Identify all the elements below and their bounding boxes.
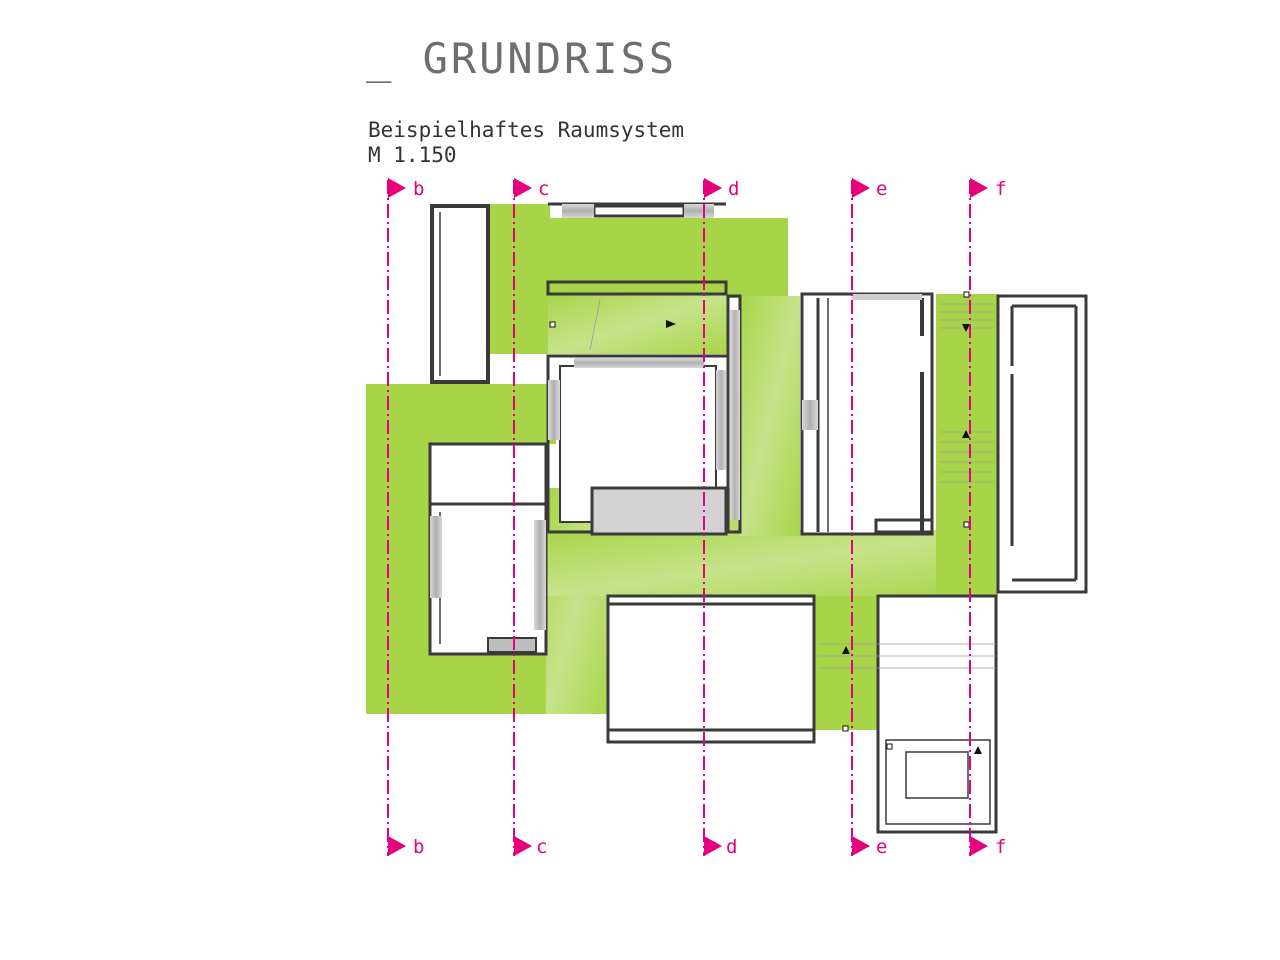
section-label-e-bottom: e [876,836,887,858]
room-lower-right [876,594,998,834]
arrow-up-marker [974,746,982,754]
room-top-window-frame [592,204,686,218]
subtitle-scale: M 1.150 [368,143,457,167]
section-label-c-top: c [538,178,549,200]
section-label-b-bottom: b [413,836,424,858]
page-title: _ GRUNDRISS [366,34,678,83]
arrow-up-marker [842,646,850,654]
plan-subtitle: Beispielhaftes Raumsystem M 1.150 [368,118,684,168]
section-marker-b-bottom [388,836,406,856]
green-area-top-strip [490,204,550,354]
section-label-c-bottom: c [536,836,547,858]
section-marker-f-bottom [970,836,988,856]
section-lines [387,180,971,856]
room-lower-center [606,594,816,744]
section-markers: b c d e f b c d e f [388,178,1006,858]
green-area-stair-zone [548,294,728,354]
section-label-b-top: b [413,178,424,200]
section-marker-b-top [388,178,406,198]
walls [428,202,1088,834]
section-label-f-top: f [995,178,1006,200]
section-marker-c-top [514,178,532,198]
green-area-stair-right [936,294,998,596]
green-area-vertical-band [740,296,800,536]
section-marker-d-top [704,178,722,198]
room-top-left [430,204,490,384]
section-marker-c-bottom [514,836,532,856]
room-right-tall [800,292,934,536]
green-area-right-top [726,218,788,298]
section-label-d-bottom: d [726,836,737,858]
section-marker-e-bottom [852,836,870,856]
subtitle-description: Beispielhaftes Raumsystem [368,118,685,142]
section-marker-f-top [970,178,988,198]
section-label-f-bottom: f [995,836,1006,858]
room-left [428,442,548,656]
green-area-lower-ramp [814,596,878,730]
section-marker-d-bottom [704,836,722,856]
arrow-up-marker [962,430,970,438]
stair-treads [589,299,996,669]
arrow-right-marker [666,320,676,328]
green-area-center-corridor [546,530,996,596]
section-label-d-top: d [728,178,739,200]
section-marker-e-top [852,178,870,198]
arrow-down-marker [962,324,970,332]
section-label-e-top: e [876,178,887,200]
